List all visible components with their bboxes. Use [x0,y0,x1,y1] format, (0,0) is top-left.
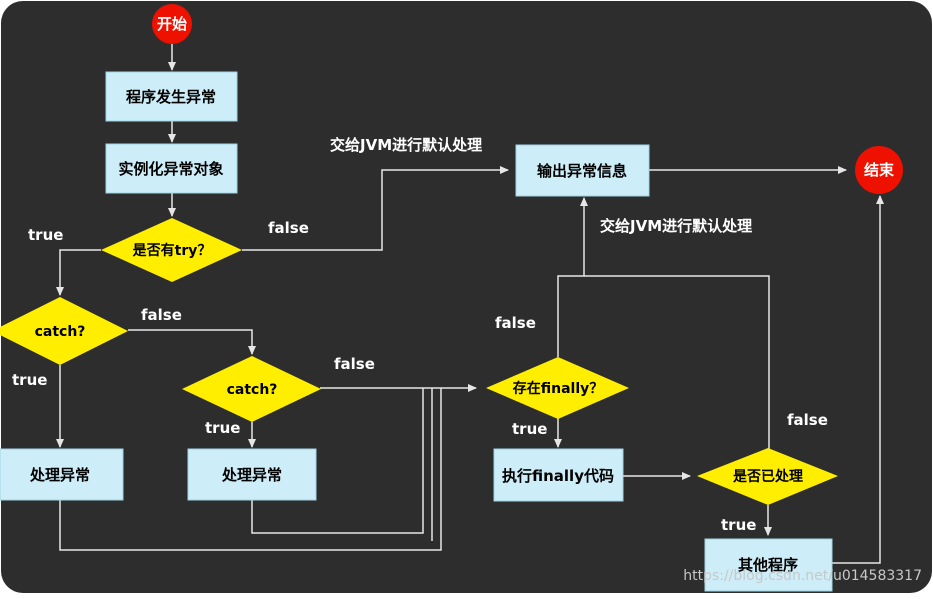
edge-other-end [832,195,884,564]
edge-handleleft-merge [59,388,442,551]
label-false-catch-mid: false [334,355,375,373]
label-true-catch-mid: true [205,419,240,437]
label-false-catch-left: false [141,306,182,324]
start-node: 开始 [152,4,192,44]
edge-finally-output [557,197,588,357]
instantiate-label: 实例化异常对象 [118,160,223,178]
has-try-label: 是否有try？ [133,242,212,259]
connectors [56,44,884,564]
label-true-finally: true [512,420,547,438]
label-true-try: true [28,226,63,244]
edge-handlemid-merge [251,388,424,534]
watermark: https://blog.csdn.net/u014583317 [683,568,922,584]
handle-mid-label: 处理异常 [221,466,282,484]
handled-diamond: 是否已处理 [697,448,838,505]
exception-label: 程序发生异常 [126,88,216,106]
exec-finally-label: 执行finally代码 [502,467,614,485]
handle-left-box: 处理异常 [0,448,124,501]
has-try-diamond: 是否有try？ [101,218,242,282]
finally-label: 存在finally？ [513,380,604,397]
end-node: 结束 [855,146,903,194]
finally-diamond: 存在finally？ [486,357,629,419]
output-box: 输出异常信息 [515,144,650,197]
label-jvm-right: 交给JVM进行默认处理 [600,217,752,235]
other-label: 其他程序 [738,556,798,574]
end-label: 结束 [864,161,895,179]
edge-handled-output [584,275,770,450]
edge-labels: 交给JVM进行默认处理 交给JVM进行默认处理 false true false… [12,136,828,534]
label-true-handled: true [721,516,756,534]
edge-hastry-output [242,166,509,251]
catch-mid-diamond: catch? [182,356,321,422]
handled-label: 是否已处理 [733,468,803,485]
instantiate-box: 实例化异常对象 [105,143,238,194]
label-jvm-top: 交给JVM进行默认处理 [330,136,482,154]
label-false-try: false [268,219,309,237]
other-box: 其他程序 [704,538,833,592]
edge-catchleft-catchmid [128,329,256,355]
catch-left-diamond: catch? [0,297,128,365]
output-label: 输出异常信息 [537,162,627,180]
label-false-finally: false [495,314,536,332]
start-label: 开始 [157,15,187,33]
catch-mid-label: catch? [227,382,278,398]
handle-mid-box: 处理异常 [187,448,317,501]
exception-box: 程序发生异常 [105,71,238,122]
handle-left-label: 处理异常 [29,466,90,484]
catch-left-label: catch? [35,324,86,340]
edge-hastry-catchleft [56,249,101,296]
label-true-catch-left: true [12,371,47,389]
label-false-handled: false [787,411,828,429]
exec-finally-box: 执行finally代码 [493,448,624,502]
